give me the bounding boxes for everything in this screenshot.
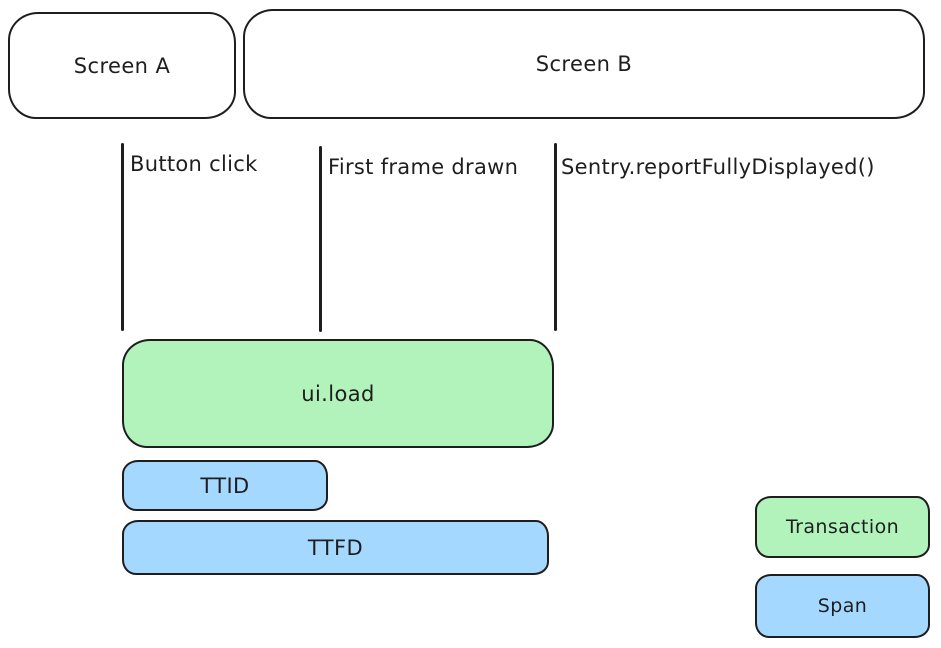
marker-line-button-click bbox=[121, 143, 124, 331]
legend-transaction-box: Transaction bbox=[755, 496, 930, 558]
legend-transaction-label: Transaction bbox=[785, 516, 900, 538]
ttid-span-bar: TTID bbox=[122, 460, 328, 511]
legend-span-label: Span bbox=[817, 595, 868, 617]
ttfd-span-bar: TTFD bbox=[122, 520, 549, 575]
legend-span-box: Span bbox=[755, 574, 930, 638]
marker-line-first-frame-drawn bbox=[319, 146, 322, 332]
marker-line-report-fully-displayed bbox=[554, 143, 557, 331]
screen-a-box: Screen A bbox=[8, 12, 236, 119]
screen-b-label: Screen B bbox=[535, 52, 633, 76]
ui-load-label: ui.load bbox=[301, 381, 375, 406]
ui-load-transaction-bar: ui.load bbox=[122, 339, 554, 448]
screen-a-label: Screen A bbox=[73, 53, 171, 78]
marker-label-first-frame-drawn: First frame drawn bbox=[328, 155, 519, 179]
ttfd-label: TTFD bbox=[307, 535, 364, 560]
marker-label-button-click: Button click bbox=[130, 152, 258, 176]
ttid-label: TTID bbox=[200, 473, 250, 498]
screen-b-box: Screen B bbox=[243, 9, 925, 119]
marker-label-report-fully-displayed: Sentry.reportFullyDisplayed() bbox=[561, 155, 875, 179]
